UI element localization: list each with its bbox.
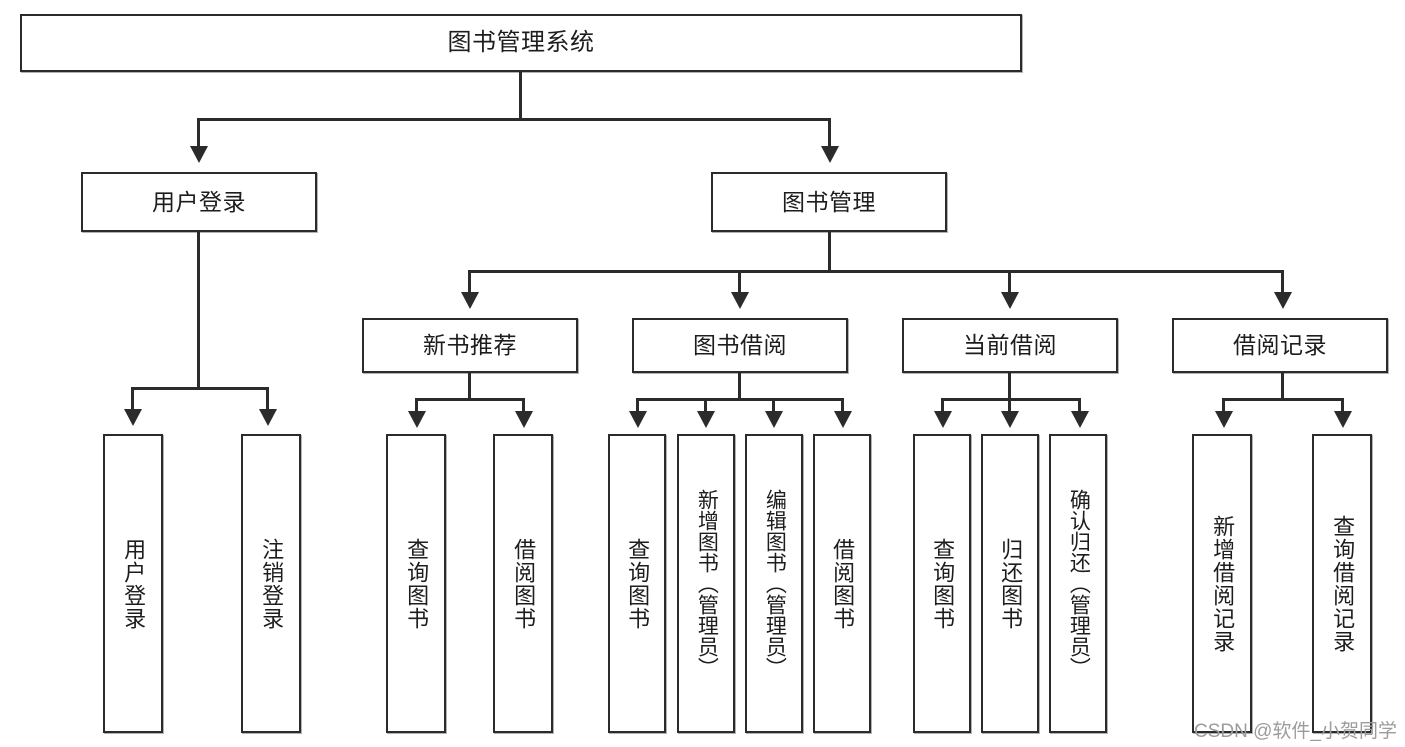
connector-record-drop-2 [1341,398,1344,411]
arrowhead-book-manage [821,146,839,163]
arrowhead-book-borrow [731,292,749,309]
connector-bookmgmt-bus [468,270,1284,273]
node-label: 查询图书 [625,537,651,630]
connector-userlogin-bus [131,387,269,390]
leaf-current-confirm-return-admin[interactable]: 确认归还（管理员） [1049,434,1107,733]
csdn-watermark: CSDN @软件_小贺同学 [1194,721,1397,742]
leaf-record-add[interactable]: 新增借阅记录 [1192,434,1252,733]
leaf-recommend-query-book[interactable]: 查询图书 [386,434,446,733]
arrowhead-borrow-edit [765,411,783,428]
leaf-current-query-book[interactable]: 查询图书 [913,434,971,733]
connector-bookmgmt-drop-2 [738,270,741,292]
arrowhead-leaf-user-login [124,409,142,426]
arrowhead-user-login [190,146,208,163]
arrowhead-recommend-query [408,411,426,428]
connector-current-drop-3 [1078,398,1081,411]
arrowhead-record-add [1215,411,1233,428]
leaf-logout[interactable]: 注销登录 [241,434,301,733]
leaf-current-return-book[interactable]: 归还图书 [981,434,1039,733]
connector-bookmgmt-stem [828,232,831,272]
arrowhead-borrow-query [629,411,647,428]
connector-root-stem [519,72,522,118]
node-user-login[interactable]: 用户登录 [81,172,317,232]
node-book-management[interactable]: 图书管理 [711,172,947,232]
leaf-user-login[interactable]: 用户登录 [103,434,163,733]
node-label: 查询图书 [404,537,430,630]
connector-borrow-bus [636,398,844,401]
connector-record-stem [1281,373,1284,400]
connector-recommend-drop-2 [522,398,525,411]
arrowhead-borrow-lend [834,411,852,428]
connector-userlogin-drop-1 [131,387,134,409]
node-label: 用户登录 [152,188,246,215]
arrowhead-current-borrow [1001,292,1019,309]
connector-userlogin-drop-2 [266,387,269,409]
node-label: 图书借阅 [693,332,787,359]
node-label: 借阅图书 [830,537,856,630]
arrowhead-current-return [1001,411,1019,428]
connector-current-bus [941,398,1081,401]
connector-current-drop-1 [941,398,944,411]
connector-record-bus [1222,398,1344,401]
arrowhead-current-query [934,411,952,428]
node-label: 归还图书 [998,537,1024,630]
connector-recommend-stem [468,373,471,400]
leaf-borrow-query-book[interactable]: 查询图书 [608,434,666,733]
node-current-borrow[interactable]: 当前借阅 [902,318,1118,373]
arrowhead-current-confirm [1071,411,1089,428]
connector-userlogin-stem [197,232,200,390]
node-book-borrow[interactable]: 图书借阅 [632,318,848,373]
connector-root-bus [197,118,831,121]
connector-bookmgmt-drop-4 [1281,270,1284,292]
arrowhead-new-book-recommend [461,292,479,309]
arrowhead-borrow-record [1274,292,1292,309]
node-label: 当前借阅 [963,332,1057,359]
arrowhead-borrow-add [697,411,715,428]
connector-record-drop-1 [1222,398,1225,411]
arrowhead-recommend-borrow [515,411,533,428]
leaf-record-query[interactable]: 查询借阅记录 [1312,434,1372,733]
leaf-borrow-add-book-admin[interactable]: 新增图书（管理员） [677,434,735,733]
node-label: 新增图书（管理员） [695,489,719,678]
connector-borrow-drop-1 [636,398,639,411]
node-label: 新增借阅记录 [1210,514,1236,653]
connector-recommend-bus [415,398,525,401]
leaf-borrow-lend-book[interactable]: 借阅图书 [813,434,871,733]
node-new-book-recommend[interactable]: 新书推荐 [362,318,578,373]
node-borrow-record[interactable]: 借阅记录 [1172,318,1388,373]
connector-bookmgmt-drop-1 [468,270,471,292]
connector-root-drop-left [197,118,200,146]
connector-bookmgmt-drop-3 [1008,270,1011,292]
leaf-recommend-borrow-book[interactable]: 借阅图书 [493,434,553,733]
connector-current-stem [1008,373,1011,400]
arrowhead-leaf-logout [259,409,277,426]
connector-borrow-drop-3 [772,398,775,411]
connector-borrow-drop-4 [841,398,844,411]
node-label: 图书管理系统 [447,29,595,57]
node-label: 查询借阅记录 [1330,514,1356,653]
connector-root-drop-right [828,118,831,146]
connector-current-drop-2 [1008,398,1011,411]
connector-recommend-drop-1 [415,398,418,411]
node-label: 用户登录 [121,537,147,630]
arrowhead-record-query [1334,411,1352,428]
node-label: 新书推荐 [423,332,517,359]
node-label: 图书管理 [782,188,876,215]
node-label: 编辑图书（管理员） [763,489,787,678]
node-label: 借阅图书 [511,537,537,630]
node-label: 借阅记录 [1233,332,1327,359]
node-root-system[interactable]: 图书管理系统 [20,14,1022,72]
connector-borrow-stem [738,373,741,400]
node-label: 注销登录 [259,537,285,630]
node-label: 查询图书 [930,537,956,630]
connector-borrow-drop-2 [704,398,707,411]
leaf-borrow-edit-book-admin[interactable]: 编辑图书（管理员） [745,434,803,733]
node-label: 确认归还（管理员） [1067,489,1091,678]
